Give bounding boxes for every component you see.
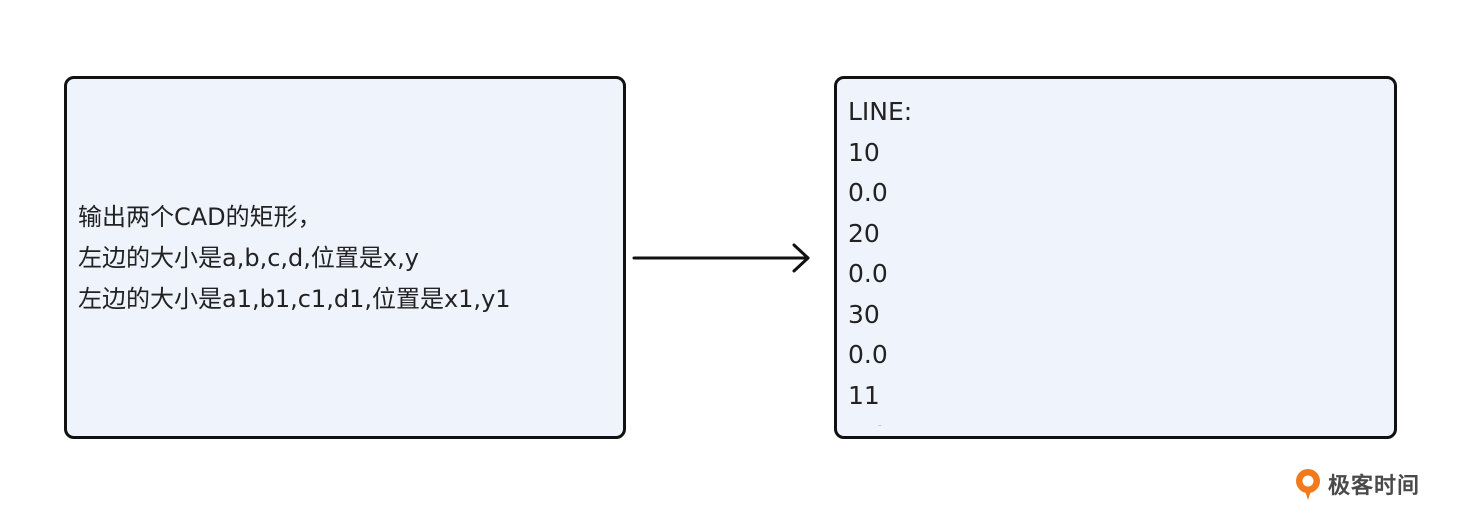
geektime-logo-icon xyxy=(1296,469,1320,500)
input-line-1: 输出两个CAD的矩形， xyxy=(78,203,322,231)
input-description-box: 输出两个CAD的矩形， 左边的大小是a,b,c,d,位置是x,y 左边的大小是a… xyxy=(64,76,626,439)
input-description-text: 输出两个CAD的矩形， 左边的大小是a,b,c,d,位置是x,y 左边的大小是a… xyxy=(78,197,511,320)
output-line: LINE: xyxy=(848,97,913,126)
input-line-3: 左边的大小是a1,b1,c1,d1,位置是x1,y1 xyxy=(78,285,511,313)
output-line: 0.0 xyxy=(848,178,888,207)
output-line: 0.0 xyxy=(848,340,888,369)
output-line: 5.0 xyxy=(848,416,912,426)
output-line: 10 xyxy=(848,137,880,167)
output-line: 0.0 xyxy=(848,259,888,288)
input-line-2: 左边的大小是a,b,c,d,位置是x,y xyxy=(78,244,419,272)
brand-logo-text: 极客时间 xyxy=(1328,474,1421,499)
output-clip-area: LINE: 10 0.0 20 0.0 30 0.0 11 5.0 xyxy=(837,79,1394,426)
output-line: 11 xyxy=(848,380,880,410)
output-line: 20 xyxy=(848,218,880,248)
output-line: 30 xyxy=(848,299,880,329)
output-dxf-text: LINE: 10 0.0 20 0.0 30 0.0 11 5.0 xyxy=(848,92,912,426)
right-arrow-icon xyxy=(632,243,810,273)
brand-logo: 极客时间 xyxy=(1292,466,1420,502)
output-dxf-box: LINE: 10 0.0 20 0.0 30 0.0 11 5.0 xyxy=(834,76,1397,439)
